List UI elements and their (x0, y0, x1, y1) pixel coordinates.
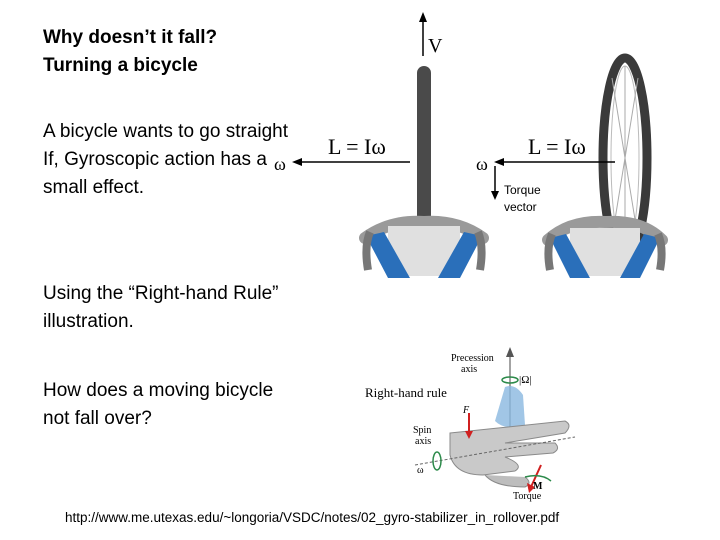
paragraph-right-hand-rule: Using the “Right-hand Rule” illustration… (43, 283, 279, 332)
paragraph-text: If, Gyroscopic action has a small effect… (43, 149, 267, 198)
omega-left-label: ω (274, 154, 286, 174)
velocity-label: V (428, 35, 443, 57)
paragraph-question: How does a moving bicycle not fall over? (43, 380, 274, 429)
handlebars-left (359, 215, 489, 278)
paragraph-straight: A bicycle wants to go straight If, Gyros… (43, 118, 293, 202)
handlebars-right (542, 215, 668, 278)
source-link[interactable]: http://www.me.utexas.edu/~longoria/VSDC/… (65, 510, 560, 525)
front-wheel-left (417, 66, 431, 226)
spin-axis-label-2: axis (415, 436, 431, 447)
slide-title: Why doesn’t it fall? Turning a bicycle (43, 24, 303, 80)
precession-label-2: axis (461, 364, 477, 375)
precession-label-1: Precession (451, 353, 494, 364)
equation-right: L = Iω (528, 134, 586, 159)
rhr-title: Right-hand rule (365, 385, 447, 400)
torque-word: Torque (513, 491, 542, 502)
equation-left: L = Iω (328, 134, 386, 159)
angular-momentum-arrow-right (494, 158, 615, 166)
title-line-1: Why doesn’t it fall? (43, 27, 218, 48)
omega-right-label: ω (476, 154, 488, 174)
omega-small-label: ω (417, 465, 424, 476)
torque-symbol: M (533, 481, 543, 492)
spin-axis (414, 436, 576, 471)
force-arrow (465, 413, 473, 439)
bicycle-gyro-figure: V ω L = Iω ω L = Iω Torque vector (274, 12, 668, 278)
paragraph-text: A bicycle wants to go straight (43, 121, 289, 142)
torque-vector-label-1: Torque (504, 183, 541, 197)
force-label: F (462, 405, 470, 416)
spin-axis-label-1: Spin (413, 425, 431, 436)
velocity-arrow (419, 12, 427, 56)
torque-arrow (524, 464, 552, 493)
torque-vector-arrow (491, 166, 499, 200)
title-line-2: Turning a bicycle (43, 55, 198, 76)
right-hand-rule-figure: Right-hand rule Precession axis |Ω| F Sp… (365, 347, 576, 502)
angular-momentum-arrow-left (292, 158, 410, 166)
torque-vector-label-2: vector (504, 200, 537, 214)
omega-magnitude-label: |Ω| (519, 374, 532, 386)
